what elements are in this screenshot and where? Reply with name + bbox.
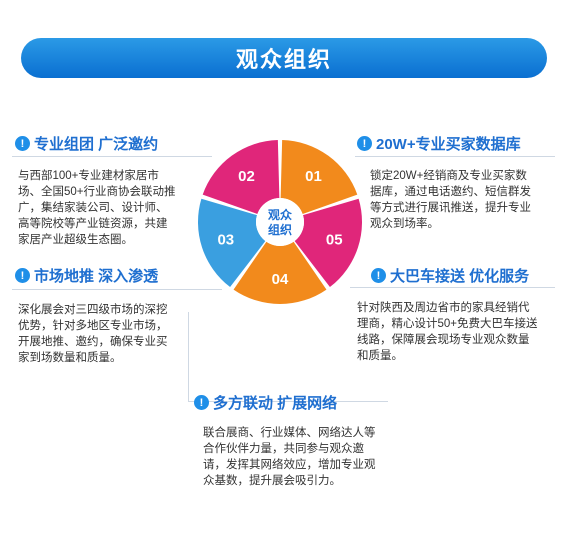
text-line: 场、全国50+行业商协会联动推 <box>18 186 176 198</box>
wheel-segment-label: 03 <box>217 232 234 249</box>
section-heading-professional-group: ! 专业组团 广泛邀约 <box>15 133 158 154</box>
text-line: 众基数，提升展会吸引力。 <box>203 475 341 487</box>
wheel-segment-05 <box>294 198 362 288</box>
heading-text: 多方联动 扩展网络 <box>213 395 338 412</box>
info-icon: ! <box>371 268 386 283</box>
text-line: 优势，针对多地区专业市场， <box>18 320 168 332</box>
info-icon: ! <box>15 268 30 283</box>
heading-text: 大巴车接送 优化服务 <box>390 268 530 285</box>
wheel-segment-label: 04 <box>272 271 289 288</box>
text-line: 和质量。 <box>357 350 403 362</box>
section-text-buyer-database: 锁定20W+经销商及专业买家数 据库，通过电话邀约、短信群发 等方式进行展讯推送… <box>370 168 555 232</box>
connector-right-bottom <box>350 287 555 288</box>
wheel-segment-02 <box>202 140 280 214</box>
heading-text: 市场地推 深入渗透 <box>34 268 159 285</box>
wheel-segment-04 <box>233 241 327 304</box>
text-line: 理商，精心设计50+免费大巴车接送 <box>357 318 538 330</box>
title-banner: 观众组织 <box>21 38 547 78</box>
text-line: 广，集结家装公司、设计师、 <box>18 202 168 214</box>
text-line: 等方式进行展讯推送，提升专业 <box>370 202 531 214</box>
wheel-segment-01 <box>280 140 358 214</box>
section-text-professional-group: 与西部100+专业建材家居市 场、全国50+行业商协会联动推 广，集结家装公司、… <box>18 168 208 248</box>
info-icon: ! <box>15 136 30 151</box>
wheel-segment-label: 05 <box>326 232 343 249</box>
heading-text: 20W+专业买家数据库 <box>376 136 521 153</box>
page-title: 观众组织 <box>235 47 332 72</box>
text-line: 深化展会对三四级市场的深挖 <box>18 304 168 316</box>
text-line: 锁定20W+经销商及专业买家数 <box>370 170 527 182</box>
text-line: 合作伙伴力量，共同参与观众邀 <box>203 443 364 455</box>
text-line: 与西部100+专业建材家居市 <box>18 170 159 182</box>
section-heading-multi-party: ! 多方联动 扩展网络 <box>194 392 337 413</box>
info-icon: ! <box>194 395 209 410</box>
section-heading-buyer-database: ! 20W+专业买家数据库 <box>357 133 521 154</box>
center-label-line2: 组织 <box>268 222 292 237</box>
heading-text: 专业组团 广泛邀约 <box>34 136 159 153</box>
section-text-multi-party: 联合展商、行业媒体、网络达人等 合作伙伴力量，共同参与观众邀 请，发挥其网络效应… <box>203 425 388 489</box>
wheel-segment-label: 02 <box>238 168 255 185</box>
text-line: 请，发挥其网络效应，增加专业观 <box>203 459 376 471</box>
connector-right-top <box>355 156 555 157</box>
wheel-center <box>256 198 304 246</box>
section-text-market-promotion: 深化展会对三四级市场的深挖 优势，针对多地区专业市场， 开展地推、邀约，确保专业… <box>18 302 193 366</box>
section-heading-market-promotion: ! 市场地推 深入渗透 <box>15 265 158 286</box>
connector-left-bottom <box>12 289 222 290</box>
text-line: 联合展商、行业媒体、网络达人等 <box>203 427 376 439</box>
connector-bottom <box>188 312 388 402</box>
wheel-segment-03 <box>197 198 266 288</box>
connector-left-top <box>12 156 212 157</box>
section-text-bus-service: 针对陕西及周边省市的家具经销代 理商，精心设计50+免费大巴车接送 线路，保障展… <box>357 300 557 364</box>
section-heading-bus-service: ! 大巴车接送 优化服务 <box>371 265 529 286</box>
organization-wheel: 01 05 04 03 02 观众 组织 <box>197 140 362 304</box>
text-line: 高等院校等产业链资源，共建 <box>18 218 168 230</box>
text-line: 据库，通过电话邀约、短信群发 <box>370 186 531 198</box>
center-label-line1: 观众 <box>268 207 293 222</box>
text-line: 家到场数量和质量。 <box>18 352 122 364</box>
info-icon: ! <box>357 136 372 151</box>
text-line: 针对陕西及周边省市的家具经销代 <box>357 302 530 314</box>
text-line: 家居产业超级生态圈。 <box>18 234 133 246</box>
text-line: 观众到场率。 <box>370 218 439 230</box>
wheel-segment-label: 01 <box>305 168 322 185</box>
text-line: 开展地推、邀约，确保专业买 <box>18 336 168 348</box>
text-line: 线路，保障展会现场专业观众数量 <box>357 334 530 346</box>
